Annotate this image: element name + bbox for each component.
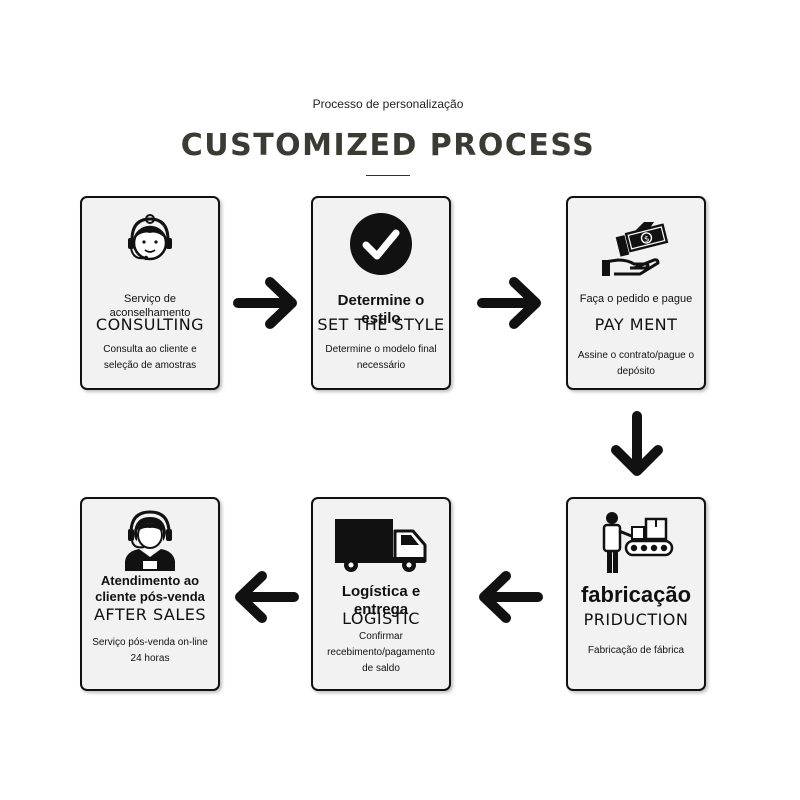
page-subtitle: Processo de personalização [312,97,464,111]
step-title-en: AFTER SALES [93,605,207,624]
step-card-consulting: Serviço de aconselhamento CONSULTING Con… [80,196,220,390]
step-title-en: CONSULTING [95,315,205,334]
step-description: Determine o modelo final necessário [325,344,437,371]
payment-hand-money-icon: $ [568,214,704,278]
factory-worker-conveyor-icon [568,507,704,577]
step-title-en: SET THE STYLE [317,315,445,334]
step-title-pt: Determine o estilo [337,292,425,327]
step-card-production: fabricação PRIDUCTION Fabricação de fábr… [566,497,706,691]
step-description: Consulta ao cliente e seleção de amostra… [103,344,197,371]
page-title: CUSTOMIZED PROCESS [180,128,596,163]
step-description: Fabricação de fábrica [587,645,685,656]
step-title-en: PAY MENT [594,315,678,334]
step-title-pt: Atendimento ao cliente pós-venda [95,573,205,604]
customer-service-agent-icon [82,507,218,571]
arrow-left-icon [235,571,299,623]
step-title-pt: Logística e entrega [341,583,421,618]
delivery-truck-icon [313,517,449,573]
arrow-down-icon [611,411,663,476]
step-title-pt: Faça o pedido e pague [579,293,693,305]
arrow-left-icon [479,571,543,623]
step-description: Confirmar recebimento/pagamento de saldo [327,631,435,674]
step-card-payment: $ Faça o pedido e pague PAY MENT Assine … [566,196,706,390]
checkmark-circle-icon [313,212,449,276]
headset-support-icon [82,210,218,272]
arrow-right-icon [233,277,297,329]
step-card-after-sales: Atendimento ao cliente pós-venda AFTER S… [80,497,220,691]
step-title-en: PRIDUCTION [583,610,689,629]
step-description: Serviço pós-venda on-line 24 horas [92,637,208,664]
step-title-pt: Serviço de aconselhamento [109,293,191,319]
step-title-en: LOGISTIC [342,609,420,628]
arrow-right-icon [477,277,541,329]
step-title-pt: fabricação [580,582,692,607]
step-card-set-the-style: Determine o estilo SET THE STYLE Determi… [311,196,451,390]
svg-text:$: $ [643,234,650,244]
title-divider [366,175,410,176]
step-description: Assine o contrato/pague o depósito [577,350,695,377]
step-card-logistic: Logística e entrega LOGISTIC Confirmar r… [311,497,451,691]
